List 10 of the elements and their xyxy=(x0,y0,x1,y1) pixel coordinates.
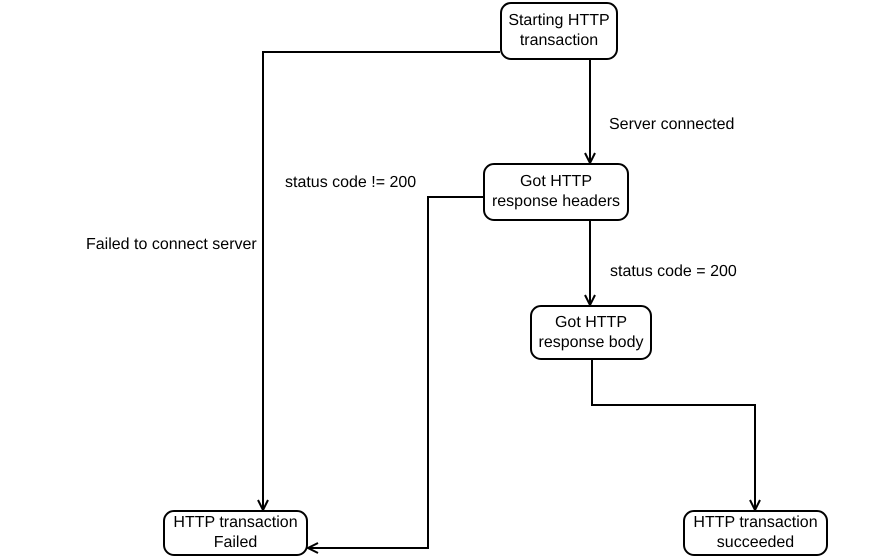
state-box: HTTP transaction Failed xyxy=(163,510,308,556)
state-box: Got HTTP response body xyxy=(530,305,652,360)
arrow xyxy=(584,60,596,164)
arrow xyxy=(257,51,500,511)
state-box: Got HTTP response headers xyxy=(483,163,629,221)
state-box: HTTP transaction succeeded xyxy=(683,510,828,556)
arrow xyxy=(584,221,596,306)
state-box: Starting HTTP transaction xyxy=(500,2,618,60)
arrow xyxy=(307,196,483,554)
arrow xyxy=(591,360,761,511)
